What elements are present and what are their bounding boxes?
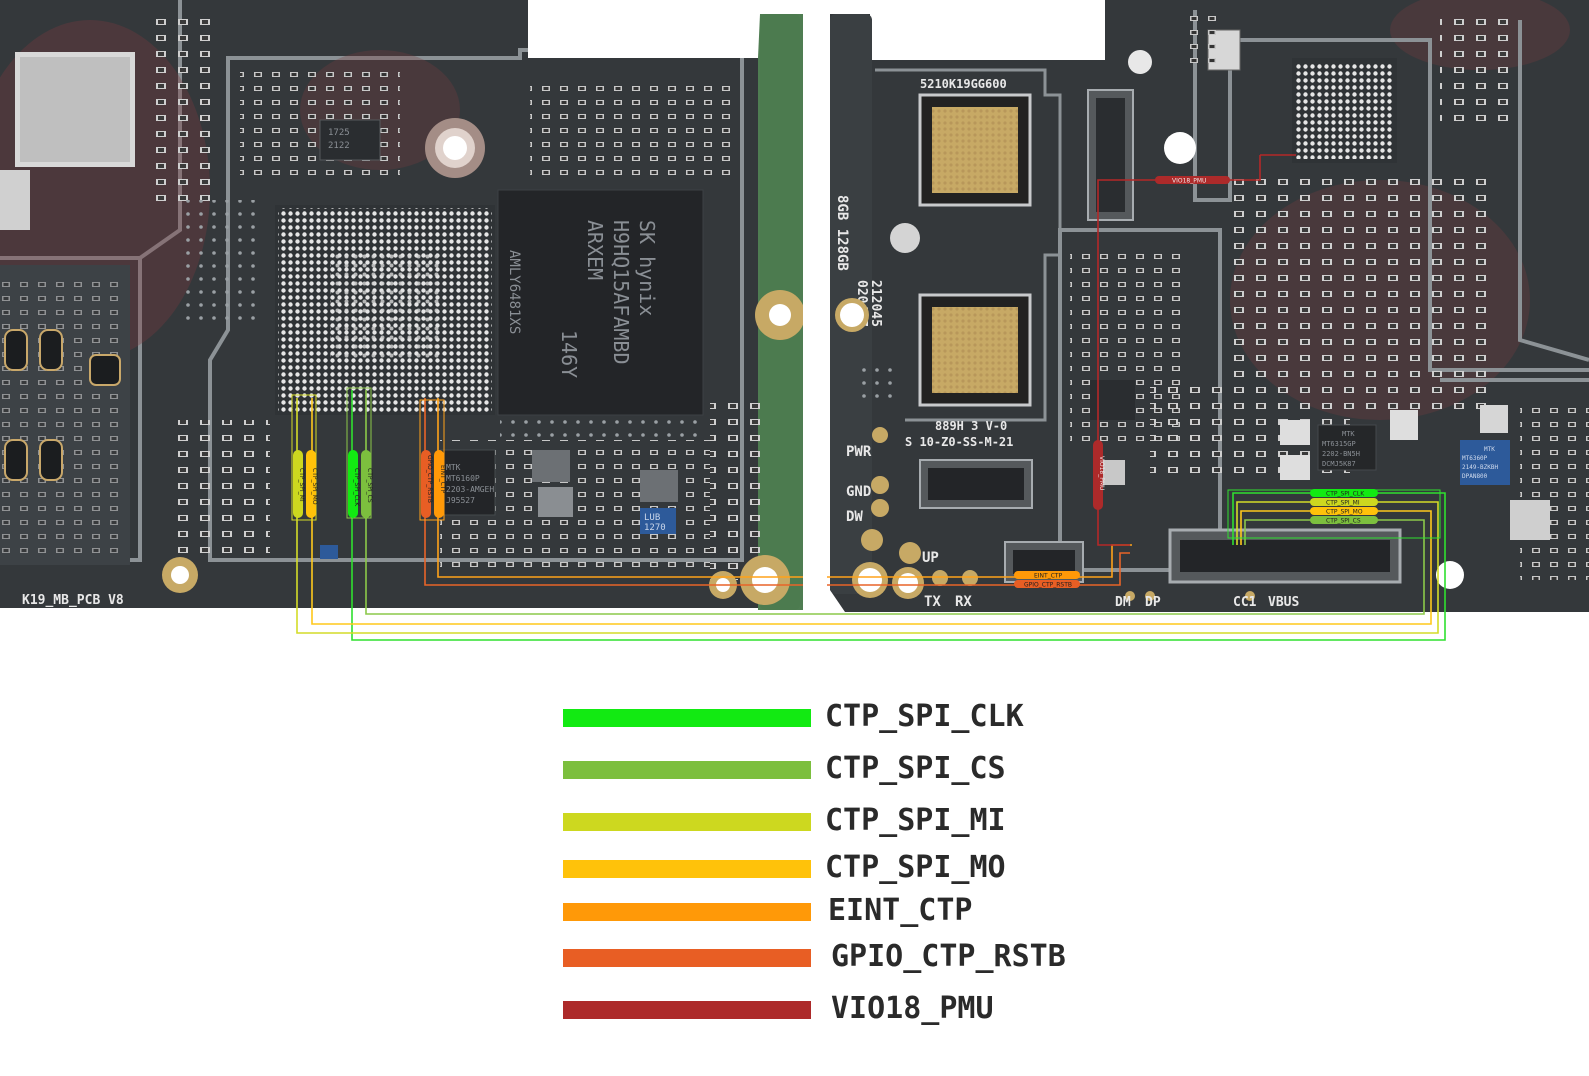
legend-label: CTP_SPI_MO (825, 850, 1006, 885)
ram-marking-4: 146Y (557, 330, 581, 378)
legend-item-ctp-spi-clk: CTP_SPI_CLK (563, 699, 1123, 734)
legend-swatch (563, 813, 811, 831)
ram-side-marking: AMLY6481XS (506, 250, 522, 334)
soc-marking-1: 1725 (328, 128, 350, 138)
tag-ctp-spi-mi-right: CTP_SPI_MI (1326, 500, 1360, 507)
trace-vio18-pmu (1097, 155, 1261, 546)
small-chip-marking-3: 2203-AMGEH (446, 485, 494, 494)
pmic-right-marking-2: MT6360P (1462, 455, 1488, 462)
legend-label: GPIO_CTP_RSTB (831, 939, 1066, 974)
pmic-marking-3: 2202-BN5H (1322, 450, 1360, 458)
left-board-section: 1725 2122 SK hynix H9HQ15AFAMBD ARXEM 14… (0, 0, 805, 610)
legend-swatch (563, 949, 811, 967)
revision-label: 889H 3 V-0 (935, 419, 1007, 433)
small-chip-marking-2: MT6160P (446, 474, 480, 483)
rx-label: RX (955, 594, 972, 610)
pmic-marking-1: MTK (1342, 430, 1355, 438)
legend-label: VIO18_PMU (831, 991, 994, 1026)
tag-eint-ctp-left: EINT_CTP (439, 465, 446, 494)
tag-gpio-ctp-rstb-mid: GPIO_CTP_RSTB (1024, 582, 1072, 589)
tag-ctp-spi-mo-left: CTP_SPI_MO (311, 468, 318, 505)
trace-ctp-spi-cs (365, 390, 1425, 615)
trace-ctp-spi-mo (311, 398, 1432, 625)
board-id-label: 5210K19GG600 (920, 77, 1007, 91)
ram-marking-2: H9HQ15AFAMBD (609, 220, 633, 365)
dp-label: DP (1145, 595, 1161, 610)
pmic-right-marking-3: 2149-BZKBH (1462, 464, 1499, 471)
pcb-version-label: K19_MB_PCB V8 (22, 593, 124, 608)
right-board-section: 5210K19GG600 8GB 128GB 212045 020427 889… (830, 0, 1589, 612)
dm-label: DM (1115, 595, 1131, 610)
tag-vio18-pmu-top: VIO18_PMU (1172, 178, 1206, 185)
legend-swatch (563, 903, 811, 921)
legend-swatch (563, 709, 811, 727)
serial-label: S 10-Z0-SS-M-21 (905, 435, 1013, 449)
trace-ctp-spi-clk (351, 390, 1446, 641)
vbus-label: VBUS (1268, 595, 1299, 610)
tag-gpio-ctp-rstb-left: GPIO_CTP_RSTB (426, 455, 433, 503)
lub-chip-marking-1: LUB (644, 513, 660, 523)
lub-chip-marking-2: 1270 (644, 523, 666, 533)
small-chip-marking-1: MTK (446, 463, 461, 472)
tag-ctp-spi-cs-left: CTP_SPI_CS (366, 468, 373, 503)
legend-label: EINT_CTP (828, 893, 973, 928)
date-code-1: 212045 (868, 280, 883, 327)
legend-label: CTP_SPI_MI (825, 803, 1006, 838)
legend-item-eint-ctp: EINT_CTP (563, 893, 1123, 928)
gnd-label: GND (846, 484, 871, 500)
tag-vio18-pmu-side: VIO18_PMU (1098, 456, 1105, 490)
legend-item-ctp-spi-cs: CTP_SPI_CS (563, 751, 1123, 786)
tag-eint-ctp-mid: EINT_CTP (1034, 573, 1063, 580)
ram-marking-3: ARXEM (583, 220, 607, 280)
tx-label: TX (924, 594, 941, 610)
tag-ctp-spi-mo-right: CTP_SPI_MO (1326, 509, 1363, 516)
left-net-tags: CTP_SPI_MI CTP_SPI_MO CTP_SPI_CLK CTP_SP… (293, 450, 446, 518)
pmic-marking-4: DCMJ5K87 (1322, 460, 1356, 468)
tag-ctp-spi-mi-left: CTP_SPI_MI (298, 468, 305, 502)
tag-ctp-spi-cs-right: CTP_SPI_CS (1326, 518, 1361, 525)
tag-ctp-spi-clk-right: CTP_SPI_CLK (1326, 491, 1365, 498)
legend-swatch (563, 860, 811, 878)
pmic-right-marking-1: MTK (1484, 446, 1495, 453)
right-net-tags: CTP_SPI_CLK CTP_SPI_MI CTP_SPI_MO CTP_SP… (1014, 176, 1378, 589)
legend-label: CTP_SPI_CLK (825, 699, 1024, 734)
legend-swatch (563, 761, 811, 779)
trace-ctp-spi-mi (296, 398, 1439, 634)
legend-item-gpio-ctp-rstb: GPIO_CTP_RSTB (563, 939, 1123, 974)
legend-label: CTP_SPI_CS (825, 751, 1006, 786)
cc1-label: CC1 (1233, 595, 1257, 610)
pmic-marking-2: MT6315GP (1322, 440, 1356, 448)
pwr-label: PWR (846, 444, 872, 460)
ram-marking-1: SK hynix (635, 220, 659, 316)
soc-marking-2: 2122 (328, 141, 350, 151)
small-chip-marking-4: J95527 (446, 496, 475, 505)
memory-size-label: 8GB 128GB (834, 195, 850, 271)
legend-item-ctp-spi-mo: CTP_SPI_MO (563, 850, 1123, 885)
legend-item-ctp-spi-mi: CTP_SPI_MI (563, 803, 1123, 838)
pmic-right-marking-4: DPAN800 (1462, 473, 1488, 480)
trace-gpio-ctp-rstb (424, 398, 1130, 586)
legend-swatch (563, 1001, 811, 1019)
legend-item-vio18-pmu: VIO18_PMU (563, 991, 1123, 1026)
dw-label: DW (846, 509, 863, 525)
tag-ctp-spi-clk-left: CTP_SPI_CLK (353, 468, 360, 507)
up-label: UP (922, 550, 939, 566)
